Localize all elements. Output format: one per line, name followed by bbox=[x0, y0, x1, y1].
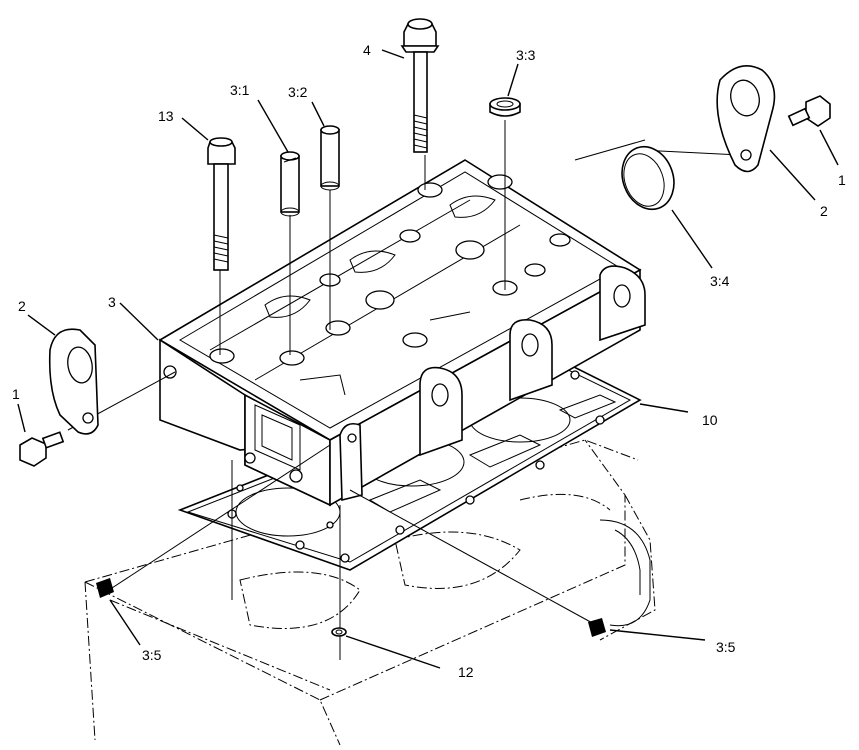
head-bolt-long bbox=[207, 137, 236, 271]
callout-2-left: 2 bbox=[18, 298, 26, 314]
head-bolt bbox=[400, 18, 440, 153]
plug-left bbox=[96, 578, 114, 598]
cylinder-head bbox=[158, 159, 646, 507]
callout-3-5-left: 3:5 bbox=[142, 647, 162, 663]
callout-12: 12 bbox=[458, 664, 474, 680]
expansion-plug bbox=[621, 145, 675, 211]
screw-left bbox=[19, 431, 65, 467]
dowel-sleeve-1 bbox=[280, 151, 300, 217]
dowel-sleeve-2 bbox=[320, 125, 340, 191]
callout-2-right: 2 bbox=[820, 203, 828, 219]
callout-1-right: 1 bbox=[838, 172, 846, 188]
callout-3-1: 3:1 bbox=[230, 82, 250, 98]
callout-3: 3 bbox=[108, 294, 116, 310]
callout-3-2: 3:2 bbox=[288, 84, 308, 100]
engine-block bbox=[84, 439, 656, 746]
callout-3-4: 3:4 bbox=[710, 273, 730, 289]
callout-labels: 13 3:1 3:2 4 3:3 2 1 3:4 2 3 1 10 12 3:5… bbox=[12, 42, 846, 680]
callout-10: 10 bbox=[702, 412, 718, 428]
plug-right bbox=[588, 618, 606, 637]
callout-13: 13 bbox=[158, 108, 174, 124]
callout-3-5-right: 3:5 bbox=[716, 639, 736, 655]
callout-3-3: 3:3 bbox=[516, 47, 536, 63]
lifting-eye-right bbox=[716, 64, 776, 173]
screw-right bbox=[787, 95, 831, 127]
leader-lines bbox=[17, 49, 839, 669]
callout-4: 4 bbox=[363, 42, 371, 58]
sealing-cap bbox=[489, 97, 521, 117]
washer bbox=[331, 627, 347, 637]
callout-1-left: 1 bbox=[12, 386, 20, 402]
lifting-eye-left bbox=[48, 328, 99, 435]
